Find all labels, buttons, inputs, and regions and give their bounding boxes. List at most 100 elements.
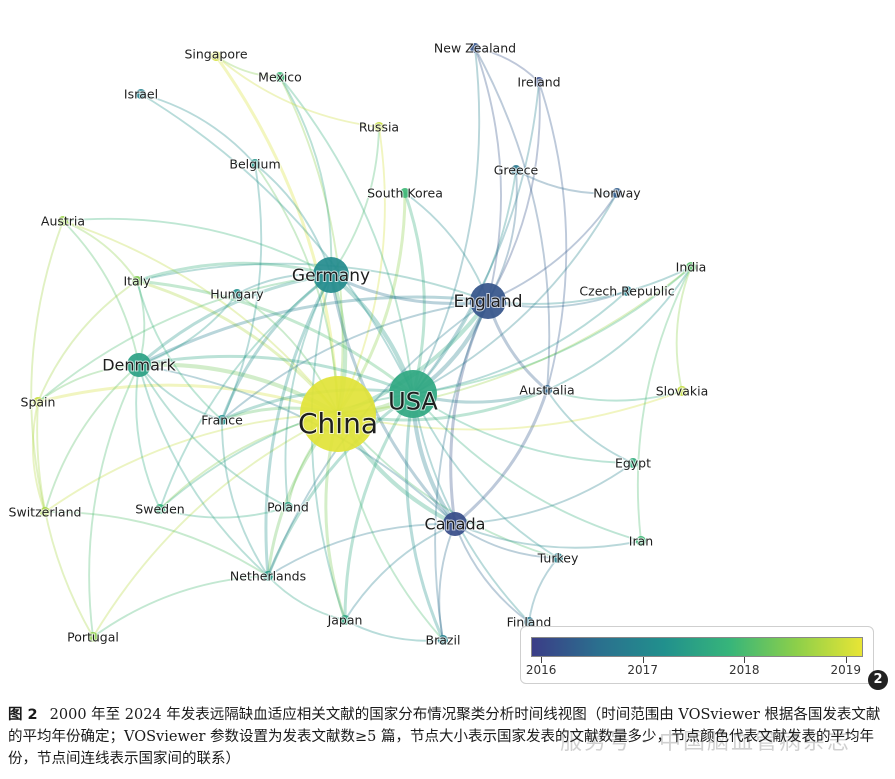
node-label-france: France — [201, 412, 243, 427]
node-egypt — [628, 458, 638, 468]
link-china-india — [337, 266, 692, 415]
link-ireland-new-zealand — [474, 47, 540, 83]
node-south-korea — [400, 188, 410, 198]
link-denmark-portugal — [88, 364, 140, 638]
link-denmark-hungary — [138, 293, 238, 366]
node-china — [300, 376, 376, 452]
node-label-portugal: Portugal — [67, 629, 119, 644]
link-england-canada — [449, 299, 490, 526]
node-czech-republic — [622, 286, 632, 296]
node-mexico — [275, 72, 285, 82]
node-label-italy: Italy — [123, 273, 151, 288]
node-japan — [340, 615, 350, 625]
node-label-turkey: Turkey — [537, 550, 579, 565]
link-australia-india — [546, 266, 692, 391]
link-usa-egypt — [412, 393, 634, 464]
node-netherlands — [263, 571, 273, 581]
node-greece — [511, 165, 521, 175]
link-england-norway — [487, 192, 618, 302]
link-germany-england — [329, 273, 490, 305]
link-italy-austria — [62, 220, 138, 282]
link-netherlands-portugal — [92, 575, 269, 638]
node-poland — [283, 502, 293, 512]
node-new-zealand — [470, 43, 480, 53]
link-canada-japan — [344, 523, 456, 621]
node-france — [217, 415, 227, 425]
watermark: 服务号 · 中国脑血管病杂志 — [560, 730, 851, 755]
node-label-norway: Norway — [593, 185, 641, 200]
node-label-ireland: Ireland — [517, 74, 560, 89]
node-label-spain: Spain — [21, 394, 56, 409]
node-belgium — [250, 159, 260, 169]
link-canada-netherlands — [267, 523, 456, 577]
node-label-austria: Austria — [41, 213, 85, 228]
node-russia — [374, 122, 384, 132]
node-label-south-korea: South Korea — [367, 185, 443, 200]
link-england-france — [221, 300, 489, 421]
link-usa-italy — [135, 279, 415, 396]
link-china-austria — [62, 220, 339, 415]
node-italy — [132, 276, 142, 286]
node-sweden — [155, 504, 165, 514]
node-label-canada: Canada — [425, 515, 486, 534]
link-china-singapore — [214, 54, 340, 416]
legend-tick — [642, 657, 644, 663]
link-usa-czech-republic — [412, 290, 628, 395]
link-netherlands-japan — [267, 575, 346, 621]
link-england-brazil — [434, 300, 489, 641]
link-germany-sweden — [159, 274, 332, 510]
node-label-greece: Greece — [494, 162, 539, 177]
link-turkey-finland — [528, 557, 559, 623]
node-label-australia: Australia — [519, 382, 574, 397]
link-usa-mexico — [279, 76, 414, 395]
node-iran — [636, 536, 646, 546]
link-canada-iran — [454, 523, 642, 549]
link-england-denmark — [137, 295, 490, 367]
node-label-egypt: Egypt — [615, 455, 651, 470]
node-turkey — [553, 553, 563, 563]
link-france-netherlands — [221, 419, 269, 577]
node-india — [686, 262, 696, 272]
link-canada-australia — [453, 388, 549, 526]
link-china-switzerland — [44, 413, 339, 513]
link-china-spain — [36, 383, 340, 416]
node-singapore — [211, 51, 221, 61]
node-norway — [612, 188, 622, 198]
link-usa-israel — [140, 93, 414, 395]
link-denmark-poland — [138, 364, 289, 508]
node-label-china: China — [298, 407, 378, 440]
node-hungary — [232, 289, 242, 299]
node-label-israel: Israel — [124, 86, 158, 101]
link-usa-netherlands — [266, 392, 415, 578]
link-england-italy — [136, 262, 489, 302]
link-germany-russia — [330, 126, 380, 276]
link-singapore-mexico — [215, 55, 281, 78]
link-germany-mexico — [279, 76, 333, 276]
node-label-netherlands: Netherlands — [230, 568, 306, 583]
legend-tick-label: 2016 — [525, 663, 557, 677]
link-canada-egypt — [454, 462, 634, 525]
legend-tick-label: 2017 — [627, 663, 658, 677]
link-usa-south-korea — [403, 191, 426, 396]
link-china-russia — [337, 126, 386, 415]
link-singapore-russia — [215, 55, 380, 128]
node-portugal — [88, 632, 98, 642]
link-canada-finland — [454, 523, 530, 623]
link-netherlands-switzerland — [44, 511, 269, 577]
link-australia-new-zealand — [474, 47, 551, 391]
link-usa-new-zealand — [412, 47, 481, 395]
node-label-brazil: Brazil — [426, 632, 461, 647]
links-layer — [30, 47, 692, 642]
link-spain-portugal — [36, 401, 94, 638]
nodes-layer — [33, 43, 696, 645]
link-germany-netherlands — [264, 273, 333, 578]
link-germany-poland — [284, 274, 332, 508]
node-austria — [58, 216, 68, 226]
link-denmark-switzerland — [44, 364, 140, 513]
link-china-mexico — [279, 76, 344, 415]
link-india-slovakia — [675, 266, 692, 392]
node-ireland — [534, 77, 544, 87]
link-china-portugal — [92, 413, 339, 638]
